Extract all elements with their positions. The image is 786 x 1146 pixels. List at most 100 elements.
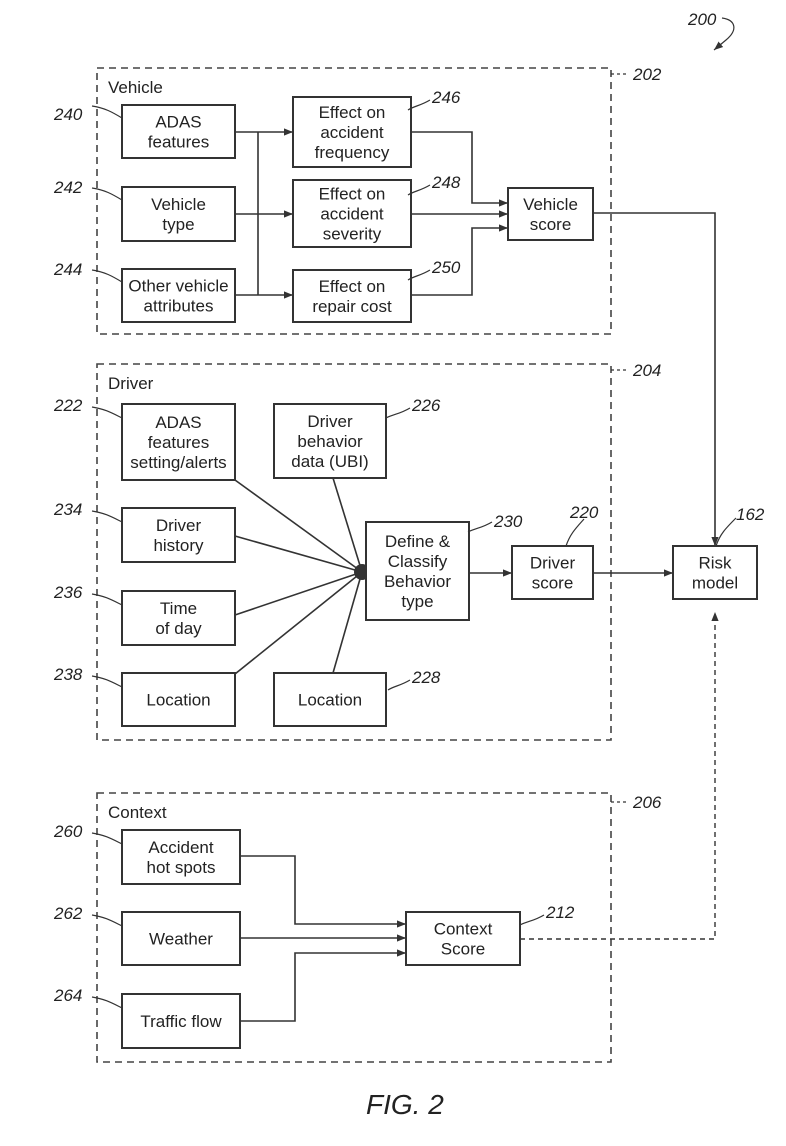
risk-model-label-line: model: [692, 574, 738, 593]
effect-repair-cost-box: [292, 269, 412, 323]
vehicle-score-label-line: score: [530, 215, 572, 234]
effect-repair-cost-label-line: repair cost: [312, 297, 392, 316]
driver-history-label-line: Driver: [156, 516, 202, 535]
driver-score-ref-number: 220: [569, 503, 599, 522]
weather-box: [121, 911, 241, 966]
driver-behavior-data-label-line: behavior: [297, 432, 363, 451]
driver-score-label-line: score: [532, 574, 574, 593]
effect-repair-cost-label-line: Effect on: [319, 277, 386, 296]
define-classify-label-line: Define &: [385, 532, 451, 551]
define-classify-label-line: Classify: [388, 552, 448, 571]
driver-behavior-data-label-line: data (UBI): [291, 452, 368, 471]
context-group-title: Context: [108, 803, 167, 822]
driver-group-ref: 204: [632, 361, 661, 380]
driver-behavior-data-label-line: Driver: [307, 412, 353, 431]
context-group-boundary: [96, 792, 612, 1063]
other-vehicle-attributes-label-line: attributes: [144, 297, 214, 316]
effect-accident-frequency-label-line: Effect on: [319, 103, 386, 122]
weather-label-line: Weather: [149, 930, 213, 949]
effect-repair-cost-ref-number: 250: [431, 258, 461, 277]
location-2-label-line: Location: [298, 691, 362, 710]
driver-history-ref-number: 234: [53, 500, 82, 519]
context-score-label-line: Context: [434, 920, 493, 939]
driver-history-box: [121, 507, 236, 563]
accident-hot-spots-label-line: Accident: [148, 838, 213, 857]
connectors: [234, 128, 719, 1022]
effect-accident-severity-label-line: severity: [323, 225, 382, 244]
figure-ref-leader: [713, 17, 735, 51]
context-score-ref-number: 212: [545, 903, 575, 922]
vehicle-type-label-line: type: [162, 215, 194, 234]
location-2-ref-number: 228: [411, 668, 441, 687]
vehicle-score-label-line: Vehicle: [523, 195, 578, 214]
reference-leaders: [91, 99, 737, 1009]
adas-settings-alerts-label-line: features: [148, 433, 209, 452]
vehicle-score-box: [507, 187, 594, 241]
driver-group-boundary: [96, 363, 612, 741]
time-of-day-ref-number: 236: [53, 583, 83, 602]
driver-group-title: Driver: [108, 374, 154, 393]
risk-model-box: [672, 545, 758, 600]
location-driver-ref-number: 238: [53, 665, 83, 684]
define-classify-box: [365, 521, 470, 621]
define-classify-label-line: type: [401, 592, 433, 611]
time-of-day-label-line: Time: [160, 599, 197, 618]
effect-accident-severity-label-line: accident: [320, 205, 384, 224]
driver-behavior-data-ref-number: 226: [411, 396, 441, 415]
vehicle-type-box: [121, 186, 236, 242]
accident-hot-spots-box: [121, 829, 241, 885]
vehicle-type-label-line: Vehicle: [151, 195, 206, 214]
driver-score-label-line: Driver: [530, 554, 576, 573]
vehicle-group-ref: 202: [632, 65, 662, 84]
figure-ref-label: 200: [687, 10, 717, 29]
location-2-box: [273, 672, 387, 727]
adas-features-ref-number: 240: [53, 105, 83, 124]
context-score-label-line: Score: [441, 940, 485, 959]
other-vehicle-attributes-box: [121, 268, 236, 323]
define-classify-ref-number: 230: [493, 512, 523, 531]
effect-accident-severity-ref-number: 248: [431, 173, 461, 192]
vehicle-group-title: Vehicle: [108, 78, 163, 97]
traffic-flow-box: [121, 993, 241, 1049]
time-of-day-label-line: of day: [155, 619, 202, 638]
effect-accident-frequency-label-line: accident: [320, 123, 384, 142]
weather-node: Weather 262: [53, 904, 241, 966]
driver-score-box: [511, 545, 594, 600]
adas-settings-alerts-label-line: ADAS: [155, 413, 201, 432]
effect-accident-frequency-label-line: frequency: [315, 143, 390, 162]
effect-accident-severity-box: [292, 179, 412, 248]
traffic-flow-ref-number: 264: [53, 986, 82, 1005]
driver-behavior-data-box: [273, 403, 387, 479]
risk-model-label-line: Risk: [698, 554, 732, 573]
define-classify-label-line: Behavior: [384, 572, 451, 591]
location-2-node: Location 228: [273, 668, 441, 727]
adas-settings-alerts-label-line: setting/alerts: [130, 453, 226, 472]
context-score-box: [405, 911, 521, 966]
other-vehicle-attributes-label-line: Other vehicle: [128, 277, 228, 296]
other-vehicle-attributes-ref-number: 244: [53, 260, 82, 279]
accident-hot-spots-label-line: hot spots: [147, 858, 216, 877]
location-driver-box: [121, 672, 236, 727]
adas-settings-alerts-ref-number: 222: [53, 396, 83, 415]
driver-history-label-line: history: [153, 536, 204, 555]
weather-ref-number: 262: [53, 904, 83, 923]
adas-features-box: [121, 104, 236, 159]
adas-features-label-line: features: [148, 133, 209, 152]
effect-accident-severity-label-line: Effect on: [319, 185, 386, 204]
